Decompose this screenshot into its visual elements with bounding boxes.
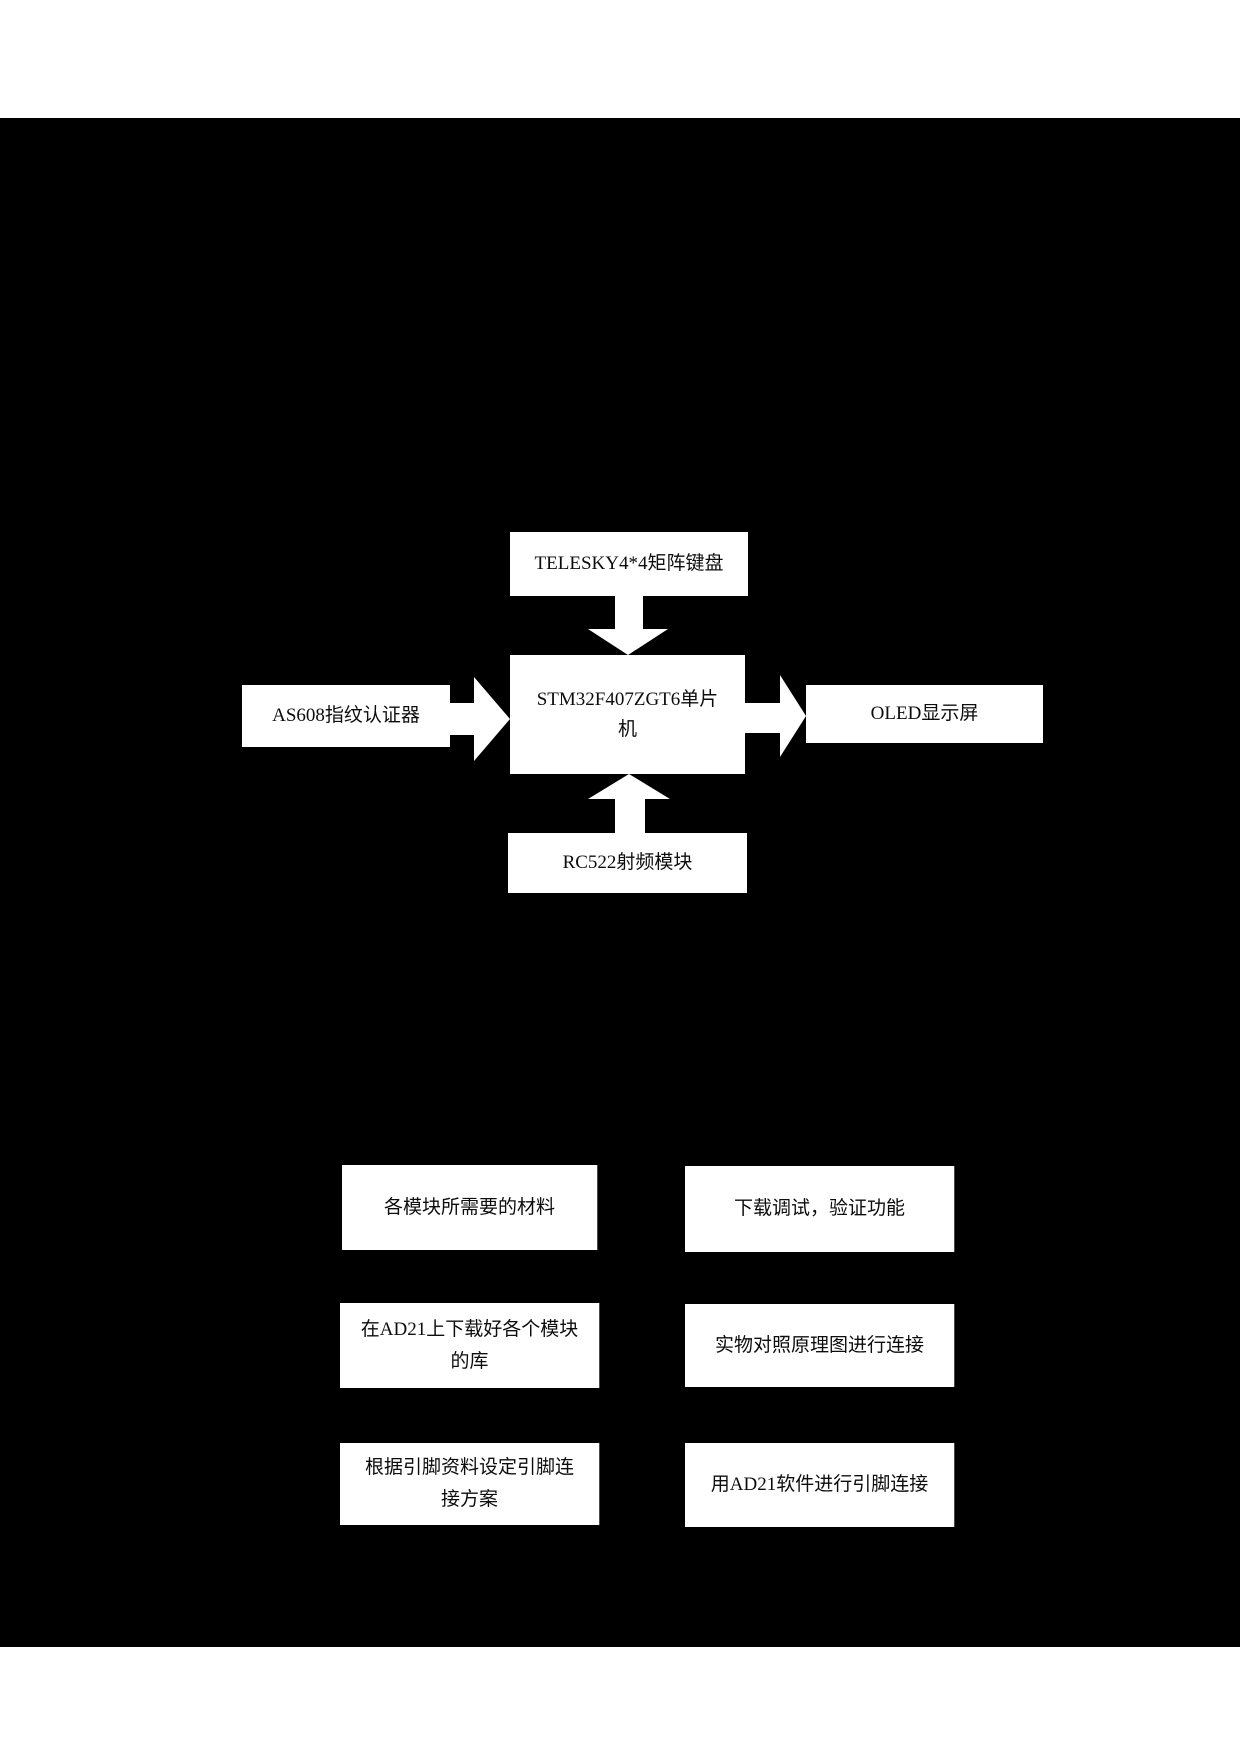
- diagram-box-oled-display: OLED显示屏: [806, 685, 1043, 743]
- flow-box-ad21-pin-connection: 用AD21软件进行引脚连接: [685, 1443, 955, 1527]
- flow-box-materials: 各模块所需要的材料: [342, 1165, 598, 1250]
- arrow-right-icon: [745, 675, 806, 757]
- flow-box-connect-per-schematic: 实物对照原理图进行连接: [685, 1304, 955, 1387]
- diagram-box-telesky-keypad: TELESKY4*4矩阵键盘: [510, 532, 748, 596]
- flow-box-pin-plan: 根据引脚资料设定引脚连 接方案: [340, 1443, 600, 1525]
- flow-box-ad21-libraries: 在AD21上下载好各个模块 的库: [340, 1303, 600, 1388]
- diagram-box-as608-fingerprint: AS608指纹认证器: [242, 685, 450, 747]
- diagram-box-stm32-mcu: STM32F407ZGT6单片 机: [510, 655, 745, 774]
- arrow-right-icon: [450, 677, 510, 761]
- flow-box-download-debug: 下载调试，验证功能: [685, 1166, 955, 1252]
- arrow-up-icon: [588, 774, 670, 833]
- diagram-box-rc522-rfid: RC522射频模块: [508, 833, 747, 893]
- black-diagram-canvas: TELESKY4*4矩阵键盘 AS608指纹认证器 STM32F407ZGT6单…: [0, 118, 1240, 1647]
- arrow-down-icon: [588, 596, 668, 655]
